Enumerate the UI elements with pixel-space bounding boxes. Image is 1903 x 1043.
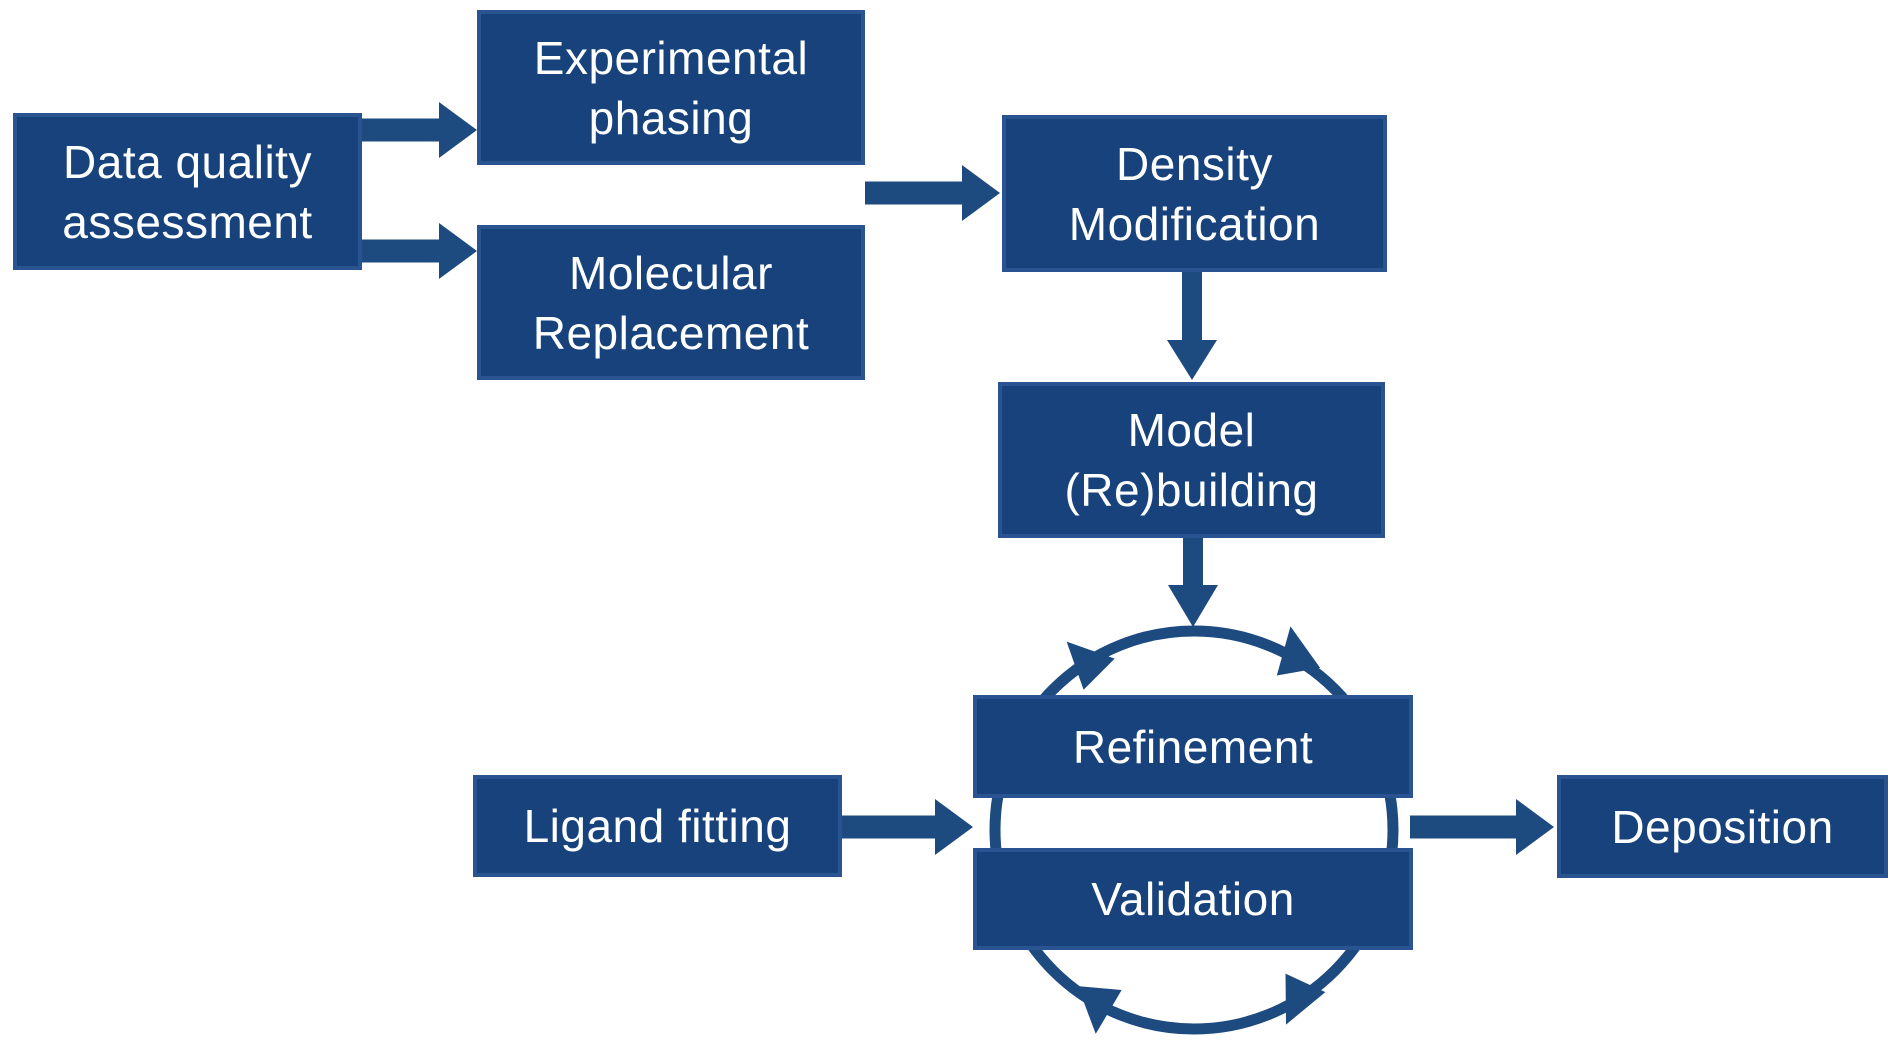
node-data-quality-assessment: Data quality assessment xyxy=(13,113,362,270)
node-label: phasing xyxy=(588,91,754,144)
cycle-arrowhead-top-right xyxy=(1276,626,1321,676)
node-label: Deposition xyxy=(1611,800,1834,853)
cycle-arrowhead-top-left xyxy=(1066,641,1115,690)
node-model-rebuilding: Model (Re)building xyxy=(998,382,1385,538)
arrow-data-quality-to-experimental-phasing xyxy=(362,102,477,158)
node-label: assessment xyxy=(62,195,313,248)
node-label: Modification xyxy=(1068,197,1321,250)
node-deposition: Deposition xyxy=(1557,775,1888,878)
arrow-ligand-fitting-to-cycle xyxy=(842,799,973,855)
node-label: Refinement xyxy=(1072,720,1314,773)
node-label: Density xyxy=(1116,137,1273,190)
node-label: Data quality xyxy=(63,135,312,188)
node-density-modification: Density Modification xyxy=(1002,115,1387,272)
node-validation: Validation xyxy=(973,848,1413,950)
cycle-arrowhead-bottom-right xyxy=(1285,973,1326,1025)
arrow-density-modification-to-model-rebuilding xyxy=(1167,272,1217,380)
arrow-model-rebuilding-to-cycle xyxy=(1168,538,1218,627)
node-label: Model xyxy=(1127,404,1256,456)
node-ligand-fitting: Ligand fitting xyxy=(473,775,842,877)
arrow-cycle-to-deposition xyxy=(1410,799,1554,855)
node-molecular-replacement: Molecular Replacement xyxy=(477,225,865,380)
refinement-validation-cycle-circle xyxy=(989,625,1399,1035)
node-label: Replacement xyxy=(532,306,810,359)
cycle-arrowhead-bottom-left xyxy=(1077,986,1122,1034)
node-label: Molecular xyxy=(569,246,773,299)
node-refinement: Refinement xyxy=(973,695,1413,798)
arrow-phasing-to-density-modification xyxy=(865,165,1000,221)
arrow-data-quality-to-molecular-replacement xyxy=(362,223,477,279)
node-label: Experimental xyxy=(533,31,809,84)
node-label: (Re)building xyxy=(1064,464,1319,516)
node-label: Ligand fitting xyxy=(523,800,792,852)
node-experimental-phasing: Experimental phasing xyxy=(477,10,865,165)
node-label: Validation xyxy=(1091,873,1295,925)
